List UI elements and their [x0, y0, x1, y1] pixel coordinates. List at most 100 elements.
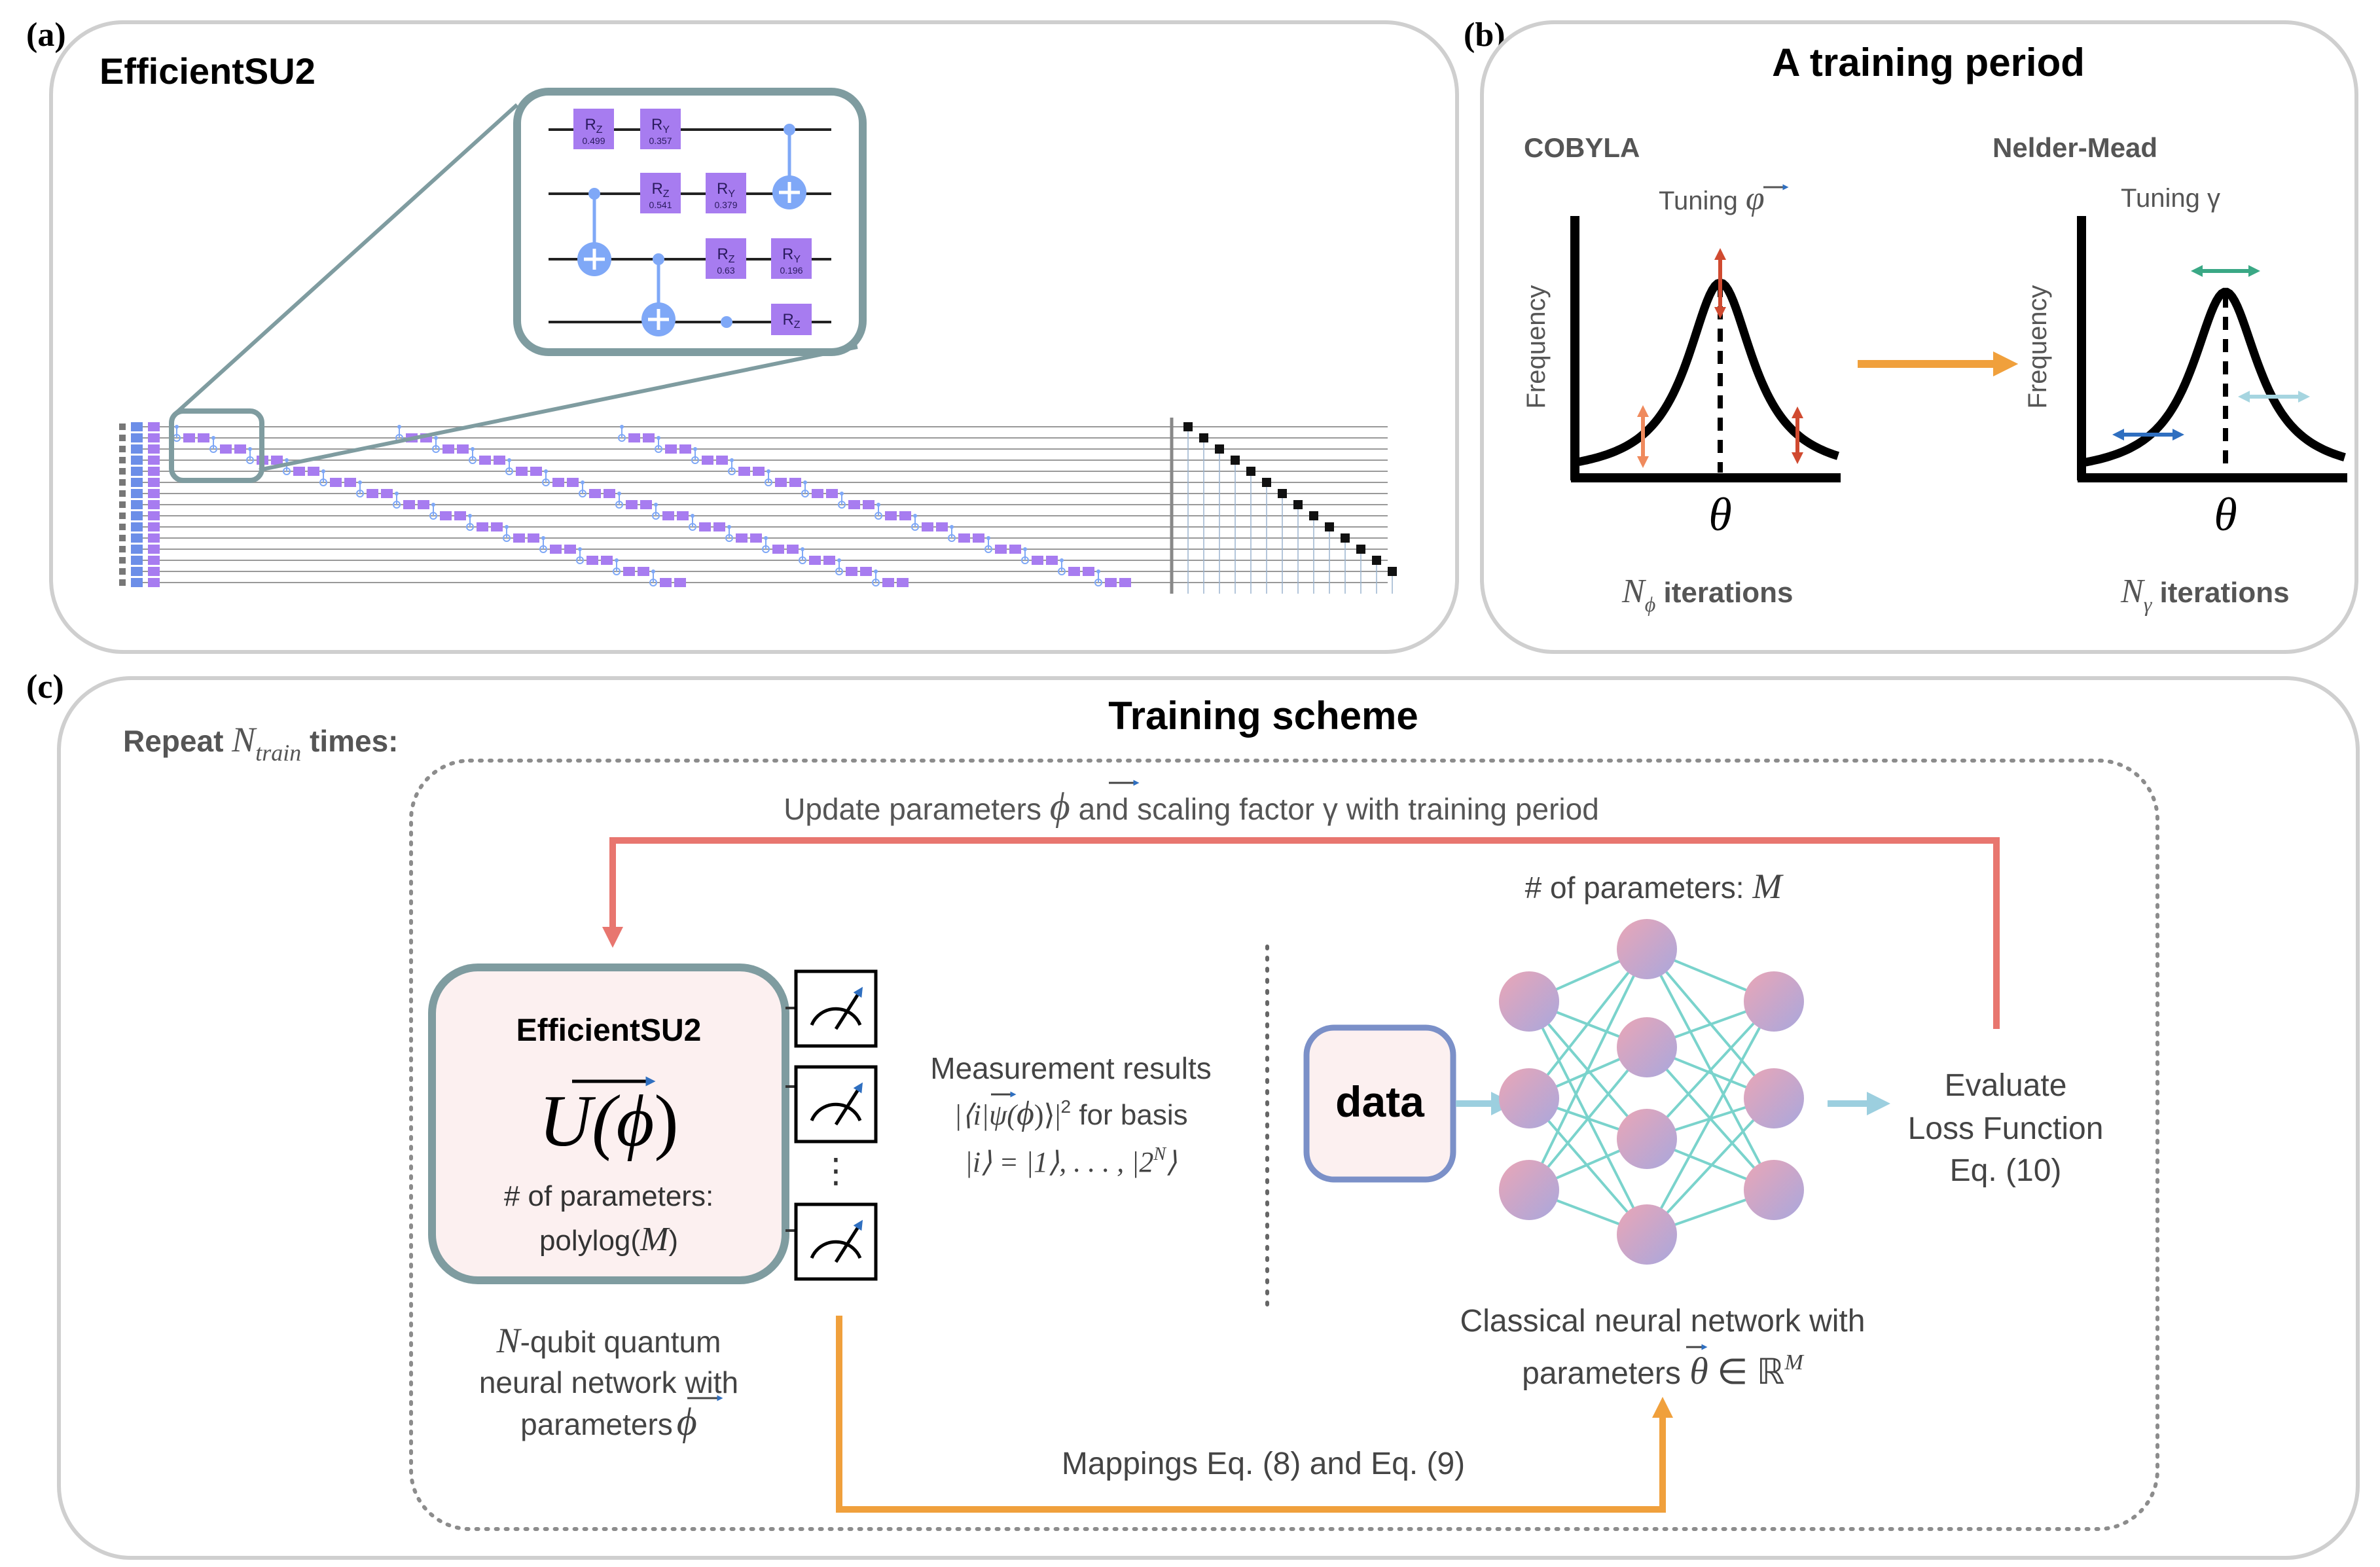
nn-node: [1744, 1068, 1804, 1128]
rotation-gate: [513, 533, 525, 543]
rotation-gate: [626, 500, 638, 509]
rotation-gate: [638, 567, 649, 576]
qubit-label: [119, 579, 126, 586]
measure-icon: [1262, 478, 1271, 487]
cnot-target-icon: [618, 434, 626, 442]
rotation-gate: [564, 545, 576, 554]
rotation-gate: [418, 500, 429, 509]
rotation-gate: [131, 533, 143, 543]
update-label: Update parameters ϕ and scaling factor γ…: [784, 785, 1599, 828]
rotation-gate: [148, 444, 160, 454]
qubit-label: [119, 568, 126, 575]
cnot-control-dot: [617, 492, 621, 495]
full-circuit: [119, 418, 1397, 594]
rotation-gate: [403, 500, 415, 509]
cnot-control-dot: [913, 514, 917, 518]
svg-text:0.499: 0.499: [582, 135, 605, 146]
rotation-gate: [344, 478, 356, 487]
cnot-control-dot: [837, 558, 841, 562]
rotation-gate: [293, 467, 305, 476]
cnot-control-dot: [764, 536, 768, 540]
rotation-gate: [131, 444, 143, 454]
cnot-control-dot: [395, 492, 399, 495]
measure-icon: [1231, 456, 1240, 465]
rotation-gate: [131, 478, 143, 487]
cnot-control-dot: [581, 480, 585, 484]
rotation-gate: [601, 556, 613, 565]
cnot-control-dot: [358, 480, 362, 484]
rotation-gate: [131, 511, 143, 520]
rotation-gate: [750, 533, 762, 543]
rotation-gate: [148, 545, 160, 554]
rotation-gate: [628, 433, 640, 442]
cnot-control-dot: [801, 547, 804, 551]
cnot-target-icon: [613, 567, 621, 575]
distribution-curve: [2084, 287, 2346, 467]
rotation-gate: [736, 533, 748, 543]
cobyla-label: COBYLA: [1524, 132, 1640, 163]
rotation-gate: [702, 456, 713, 465]
nn-node: [1744, 971, 1804, 1032]
svg-text:0.196: 0.196: [780, 265, 802, 276]
rotation-gate: [494, 456, 505, 465]
theta-axis-label: θ: [2214, 488, 2237, 541]
panel-b-border: [1480, 20, 2358, 654]
rotation-gate: [716, 456, 728, 465]
rotation-gate: [936, 522, 948, 531]
measure-icon: [1293, 500, 1303, 509]
rz-gate: RZ: [771, 304, 812, 335]
rotation-gate: [995, 545, 1007, 554]
rotation-gate: [148, 489, 160, 498]
nn-edge: [1528, 1046, 1648, 1191]
cnot-target-icon: [466, 523, 474, 531]
rotation-gate: [846, 567, 857, 576]
data-label: data: [1335, 1077, 1425, 1126]
rotation-gate: [220, 444, 232, 454]
cnot-control-dot: [950, 525, 954, 529]
rotation-gate: [899, 511, 911, 520]
rotation-gate: [491, 522, 503, 531]
rotation-gate: [131, 578, 143, 587]
mapping-arrow: [836, 1316, 1674, 1513]
nelder-mead-plot: Tuning γ Frequency θ Nγ iterations: [2023, 184, 2347, 616]
ry-gate: RY 0.379: [706, 173, 746, 213]
cnot-control-dot: [211, 436, 215, 440]
rotation-gate: [148, 511, 160, 520]
panel-a-label: (a): [26, 16, 66, 54]
rotation-gate: [897, 578, 909, 587]
n-phi-iterations: Nϕ iterations: [1621, 573, 1794, 616]
measure-icon: [1278, 489, 1287, 498]
measurement-formula: |⟨i|ψ(ϕ)⟩|2 for basis: [954, 1095, 1187, 1132]
cnot-control-dot: [507, 458, 511, 462]
measure-icon: [1356, 545, 1365, 554]
rotation-gate: [477, 522, 488, 531]
svg-text:RZ: RZ: [717, 245, 734, 265]
qubit-label: [119, 524, 126, 530]
panel-c-title: Training scheme: [1108, 694, 1418, 738]
cnot-target-icon: [984, 545, 992, 553]
rotation-gate: [738, 467, 750, 476]
cnot-target-icon: [772, 175, 806, 209]
rz-gate: RZ 0.499: [573, 109, 614, 149]
cnot-target-icon: [356, 490, 364, 497]
qubit-label: [119, 535, 126, 541]
zoom-line-bottom: [259, 345, 858, 472]
rotation-gate: [271, 456, 283, 465]
measurement-meters: ⋮: [785, 969, 878, 1281]
tuning-gamma-label: Tuning γ: [2121, 184, 2220, 213]
rotation-gate: [922, 522, 933, 531]
evaluate-line3: Eq. (10): [1950, 1153, 2062, 1188]
rz-gate: RZ 0.63: [706, 238, 746, 279]
rotation-gate: [848, 500, 860, 509]
qnn-box: EfficientSU2 U(ϕ) # of parameters: polyl…: [428, 964, 789, 1284]
panel-c: (c) Training scheme Repeat Ntrain times:…: [26, 668, 2360, 1560]
svg-text:0.379: 0.379: [714, 200, 737, 210]
svg-text:0.63: 0.63: [717, 265, 734, 276]
nn-node: [1499, 1160, 1559, 1220]
measurement-title: Measurement results: [930, 1051, 1212, 1085]
cnot-target-icon: [689, 523, 696, 531]
qubit-label: [119, 446, 126, 452]
measure-icon: [1325, 522, 1334, 531]
nn-node: [1499, 971, 1559, 1032]
